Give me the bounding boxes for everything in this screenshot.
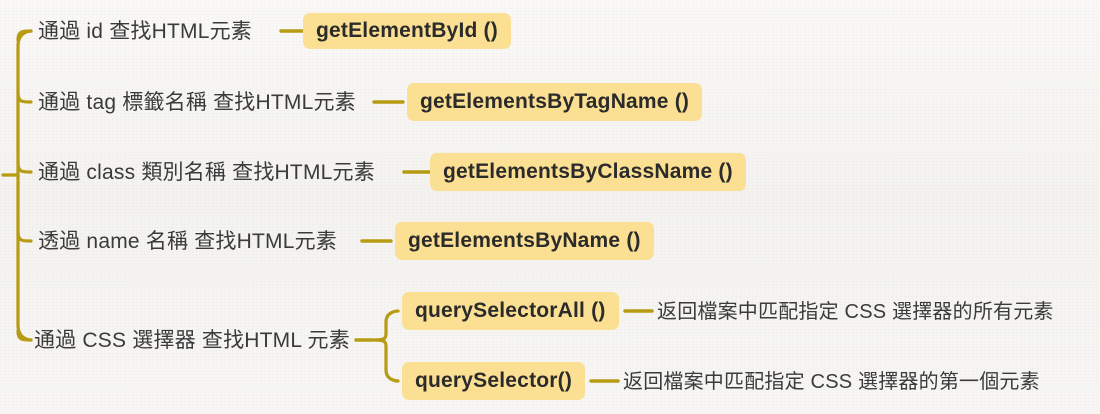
branch-label-tag: 通過 tag 標籤名稱 查找HTML元素 <box>38 91 356 114</box>
branch-stub-1 <box>16 29 33 42</box>
description-queryselectorall: 返回檔案中匹配指定 CSS 選擇器的所有元素 <box>657 301 1054 323</box>
branch-label-css-selector: 通過 CSS 選擇器 查找HTML 元素 <box>34 329 350 352</box>
branch-stub-4 <box>16 230 33 243</box>
sub-brace-spine <box>371 309 400 383</box>
method-pill-getelementsbyclassname[interactable]: getElementsByClassName () <box>430 153 746 191</box>
method-pill-getelementsbyname[interactable]: getElementsByName () <box>395 222 654 260</box>
method-pill-getelementbyid[interactable]: getElementById () <box>303 13 511 49</box>
method-pill-queryselector[interactable]: querySelector() <box>402 362 586 400</box>
description-queryselector: 返回檔案中匹配指定 CSS 選擇器的第一個元素 <box>623 371 1040 393</box>
branch-label-class: 通過 class 類別名稱 查找HTML元素 <box>38 161 375 184</box>
branch-label-id: 通過 id 查找HTML元素 <box>38 20 252 43</box>
method-pill-getelementsbytagname[interactable]: getElementsByTagName () <box>407 83 703 121</box>
branch-label-name: 透過 name 名稱 查找HTML元素 <box>38 230 337 253</box>
branch-stub-3 <box>16 161 33 174</box>
main-brace-spine <box>16 29 33 342</box>
branch-stub-5 <box>16 329 33 342</box>
method-pill-queryselectorall[interactable]: querySelectorAll () <box>402 292 619 330</box>
branch-stub-2 <box>16 91 33 104</box>
